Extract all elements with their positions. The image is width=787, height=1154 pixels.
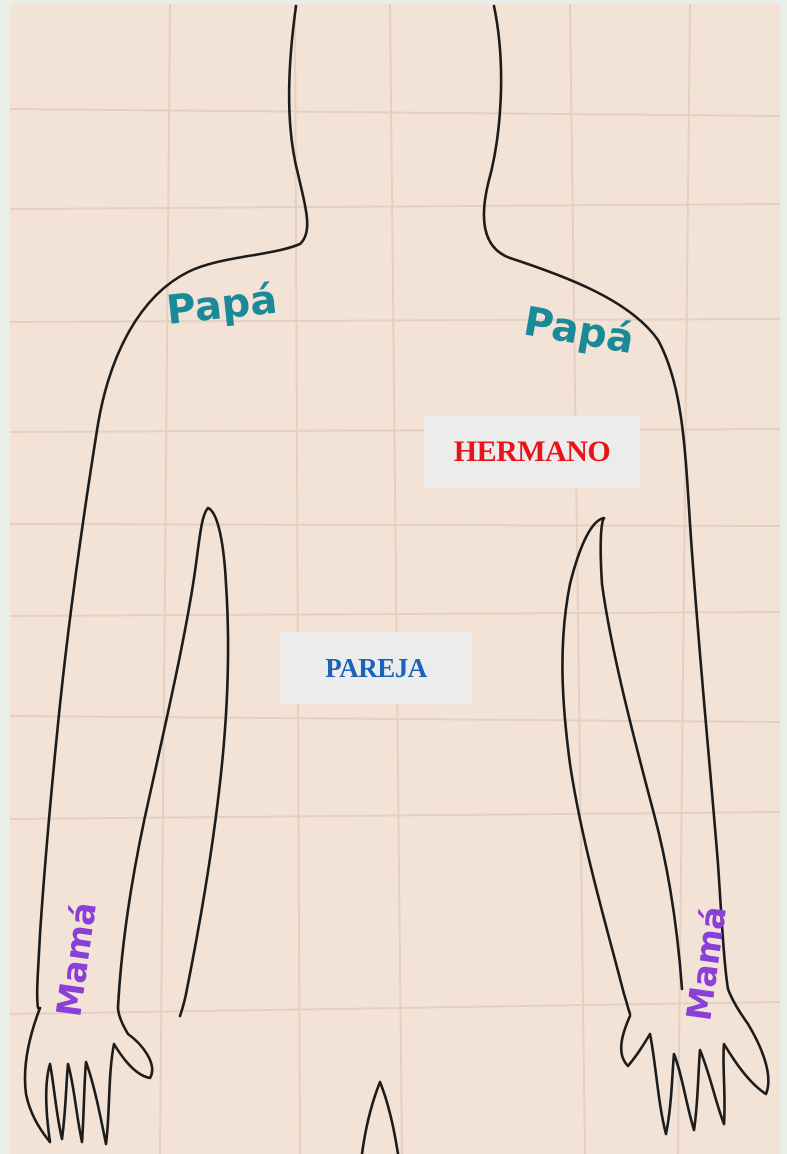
mama-right-handwriting: Mamá [679, 904, 735, 1024]
body-outline-drawing: Papá Papá Mamá Mamá [10, 4, 780, 1154]
hermano-label: HERMANO [424, 416, 640, 488]
paper-fold-lines [10, 4, 780, 1154]
pareja-label: PAREJA [280, 632, 472, 704]
papa-right-handwriting: Papá [520, 299, 637, 364]
paper-sheet: Papá Papá Mamá Mamá HERMANO PAREJA [10, 4, 780, 1154]
mama-left-handwriting: Mamá [49, 900, 105, 1020]
papa-left-handwriting: Papá [164, 277, 279, 334]
